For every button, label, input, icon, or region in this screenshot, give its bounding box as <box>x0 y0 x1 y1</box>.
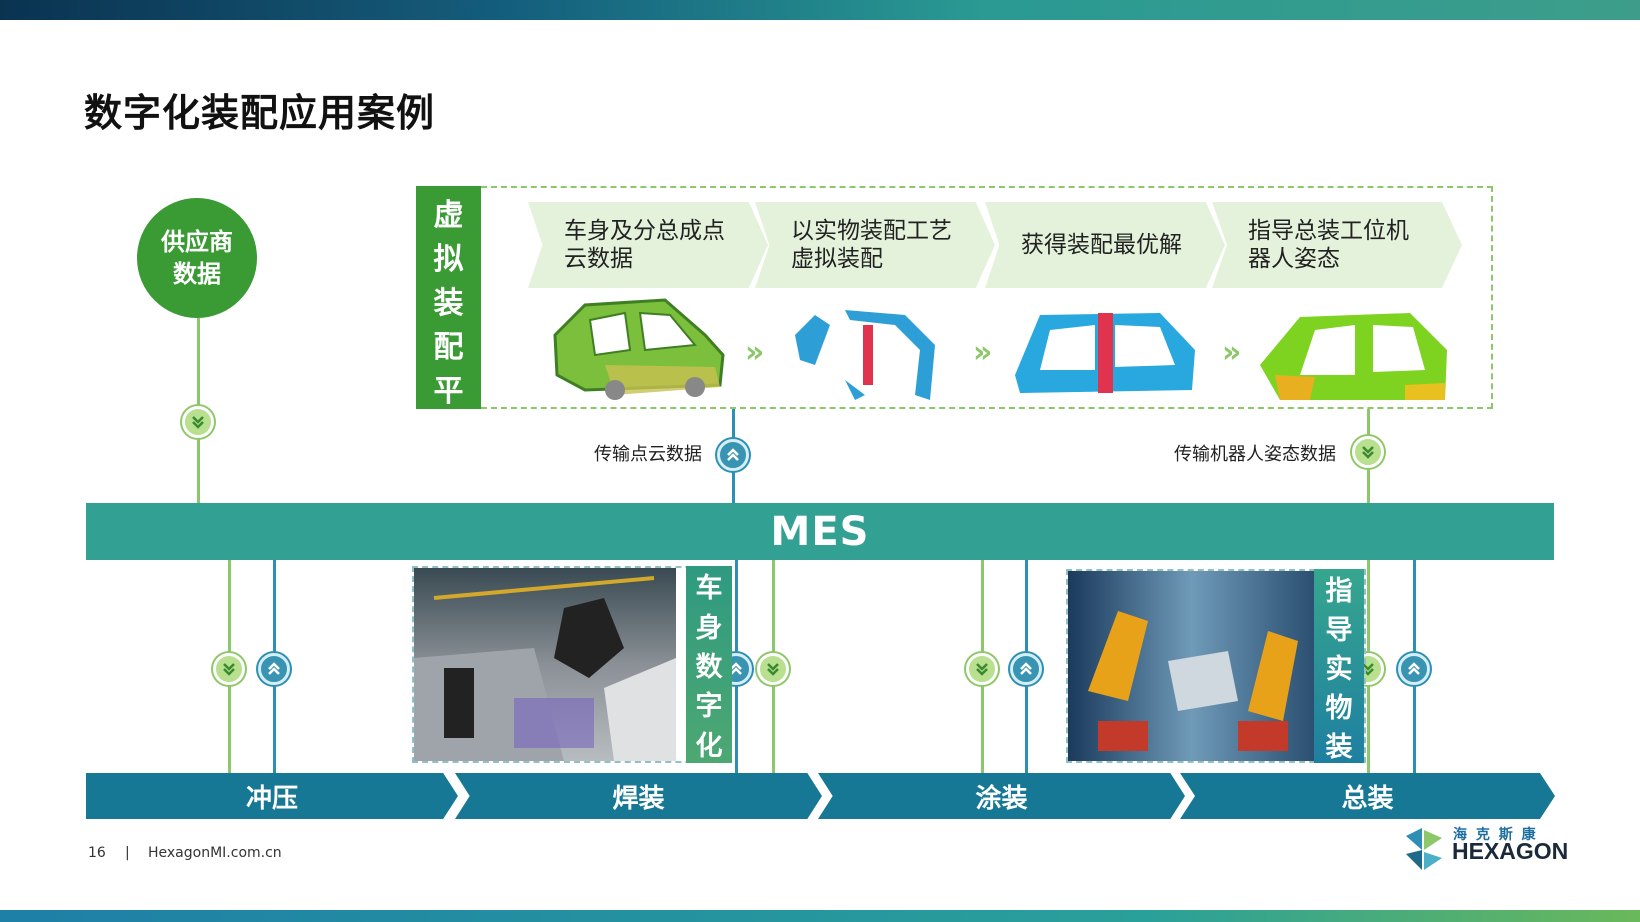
virtual-assembly-image <box>795 310 935 400</box>
label-char: 车 <box>695 573 723 605</box>
down-arrow-icon <box>1352 436 1384 468</box>
label-char: 物 <box>1325 693 1353 724</box>
label-char: 指 <box>1325 576 1353 607</box>
chevron-right-icon: » <box>745 335 765 370</box>
virtual-assembly-platform-box <box>481 186 1493 409</box>
body-digitization-label: 车 身 数 字 化 <box>686 566 732 763</box>
chevron-right-icon: » <box>973 335 993 370</box>
logo-cn-text: 海 克 斯 康 <box>1453 827 1538 843</box>
page-number: 16 <box>88 845 106 861</box>
transfer-point-cloud-label: 传输点云数据 <box>594 444 702 465</box>
up-arrow-icon <box>1398 653 1430 685</box>
down-arrow-icon <box>182 406 214 438</box>
top-banner-dark <box>0 0 480 20</box>
step-line1: 车身及分总成点 <box>564 218 725 244</box>
label-char: 身 <box>695 612 723 644</box>
label-char: 装 <box>1325 732 1353 763</box>
body-measurement-photo <box>414 568 676 761</box>
platform-char: 拟 <box>433 242 464 277</box>
process-welding: 焊装 <box>455 773 822 819</box>
label-char: 实 <box>1325 654 1353 685</box>
label-char: 化 <box>695 730 723 762</box>
step-line2: 器人姿态 <box>1248 246 1340 272</box>
transfer-robot-pose-label: 传输机器人姿态数据 <box>1174 444 1336 465</box>
virtual-assembly-platform-label: 虚 拟 装 配 平 台 <box>416 186 481 453</box>
step-virtual-assembly: 以实物装配工艺虚拟装配 <box>755 202 995 288</box>
footer-separator: | <box>125 845 130 861</box>
robot-pose-image <box>1260 313 1447 400</box>
robot-assembly-line-photo <box>1068 571 1316 761</box>
mes-bar: MES <box>86 503 1554 560</box>
step-line1: 获得装配最优解 <box>1021 232 1182 258</box>
platform-char: 配 <box>433 330 464 365</box>
platform-char: 台 <box>433 418 464 453</box>
label-char: 字 <box>695 691 723 723</box>
process-painting: 涂装 <box>818 773 1185 819</box>
footer-website: HexagonMI.com.cn <box>148 845 282 861</box>
bottom-banner <box>0 910 1640 922</box>
platform-char: 虚 <box>433 198 464 233</box>
step-point-cloud: 车身及分总成点云数据 <box>528 202 768 288</box>
process-final-assembly: 总装 <box>1180 773 1555 819</box>
step-line2: 虚拟装配 <box>791 246 883 272</box>
car-body-point-cloud-image <box>553 298 725 400</box>
down-arrow-icon <box>966 653 998 685</box>
step-line1: 指导总装工位机 <box>1248 218 1409 244</box>
hexagon-logo-icon <box>1406 828 1442 870</box>
up-arrow-icon <box>1010 653 1042 685</box>
supplier-line2: 数据 <box>173 260 221 288</box>
physical-assembly-photo-frame <box>1066 569 1366 763</box>
up-arrow-icon <box>717 439 749 471</box>
step-optimal-solution: 获得装配最优解 <box>985 202 1225 288</box>
platform-char: 装 <box>433 286 464 321</box>
physical-assembly-label: 指 导 实 物 装 配 <box>1314 569 1364 802</box>
label-char: 导 <box>1325 615 1353 646</box>
chevron-right-icon: » <box>1222 335 1242 370</box>
supplier-line1: 供应商 <box>161 228 233 256</box>
platform-char: 平 <box>433 374 464 409</box>
step-line2: 云数据 <box>564 246 633 272</box>
process-stamping: 冲压 <box>86 773 458 819</box>
logo-en-text: HEXAGON <box>1452 838 1569 864</box>
down-arrow-icon <box>757 653 789 685</box>
up-arrow-icon <box>258 653 290 685</box>
label-char: 数 <box>695 651 723 683</box>
step-robot-pose: 指导总装工位机器人姿态 <box>1212 202 1462 288</box>
body-digitization-photo-frame <box>412 566 732 763</box>
step-line1: 以实物装配工艺 <box>791 218 952 244</box>
page-title: 数字化装配应用案例 <box>84 91 436 135</box>
supplier-data-circle: 供应商 数据 <box>137 198 257 318</box>
down-arrow-icon <box>213 653 245 685</box>
optimal-assembly-image <box>1015 313 1195 393</box>
